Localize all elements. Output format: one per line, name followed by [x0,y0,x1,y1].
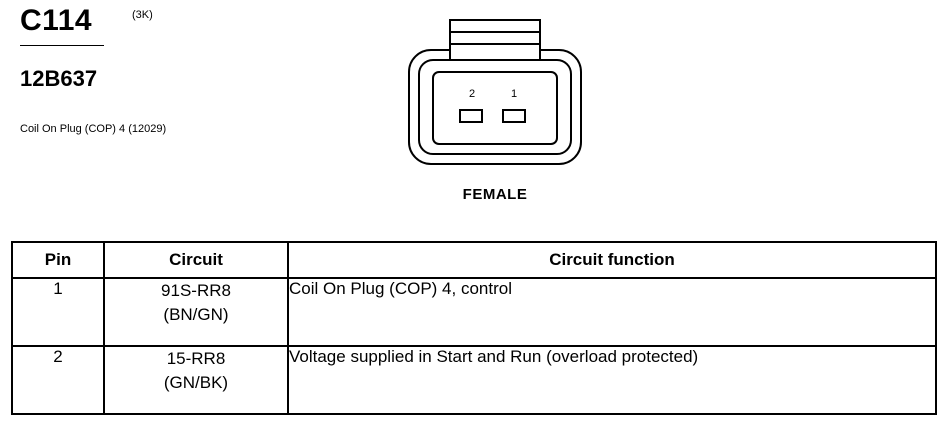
connector-view-label: FEMALE [462,186,528,203]
connector-shell-outer [408,49,582,165]
circuit-number: 15-RR8 [166,349,226,368]
terminal-1 [502,109,526,123]
circuit-number: 91S-RR8 [161,281,231,300]
cell-circuit-function: Coil On Plug (COP) 4, control [287,277,937,347]
terminal-2 [459,109,483,123]
pin-label-2: 2 [469,88,475,100]
cell-circuit: 91S-RR8 (BN/GN) [103,277,289,347]
connector-face-diagram: 2 1 [408,19,582,165]
cell-pin: 2 [11,345,105,415]
connector-code-underline [20,45,104,46]
header-pin: Pin [11,241,105,279]
connector-code: C114 [20,4,93,37]
connector-description: Coil On Plug (COP) 4 (12029) [20,123,167,135]
header-circuit-function: Circuit function [287,241,937,279]
table-header-row: Pin Circuit Circuit function [11,241,937,279]
cell-circuit: 15-RR8 (GN/BK) [103,345,289,415]
cell-pin: 1 [11,277,105,347]
table-row: 1 91S-RR8 (BN/GN) Coil On Plug (COP) 4, … [11,277,937,347]
circuit-color: (GN/BK) [163,373,229,392]
connector-cavity [432,71,558,145]
header-circuit: Circuit [103,241,289,279]
part-number: 12B637 [20,66,98,91]
circuit-color: (BN/GN) [163,305,229,324]
pin-table: Pin Circuit Circuit function 1 91S-RR8 (… [11,241,937,415]
cell-circuit-function: Voltage supplied in Start and Run (overl… [287,345,937,415]
table-row: 2 15-RR8 (GN/BK) Voltage supplied in Sta… [11,345,937,415]
connector-superscript: (3K) [132,9,153,21]
pin-label-1: 1 [511,88,517,100]
